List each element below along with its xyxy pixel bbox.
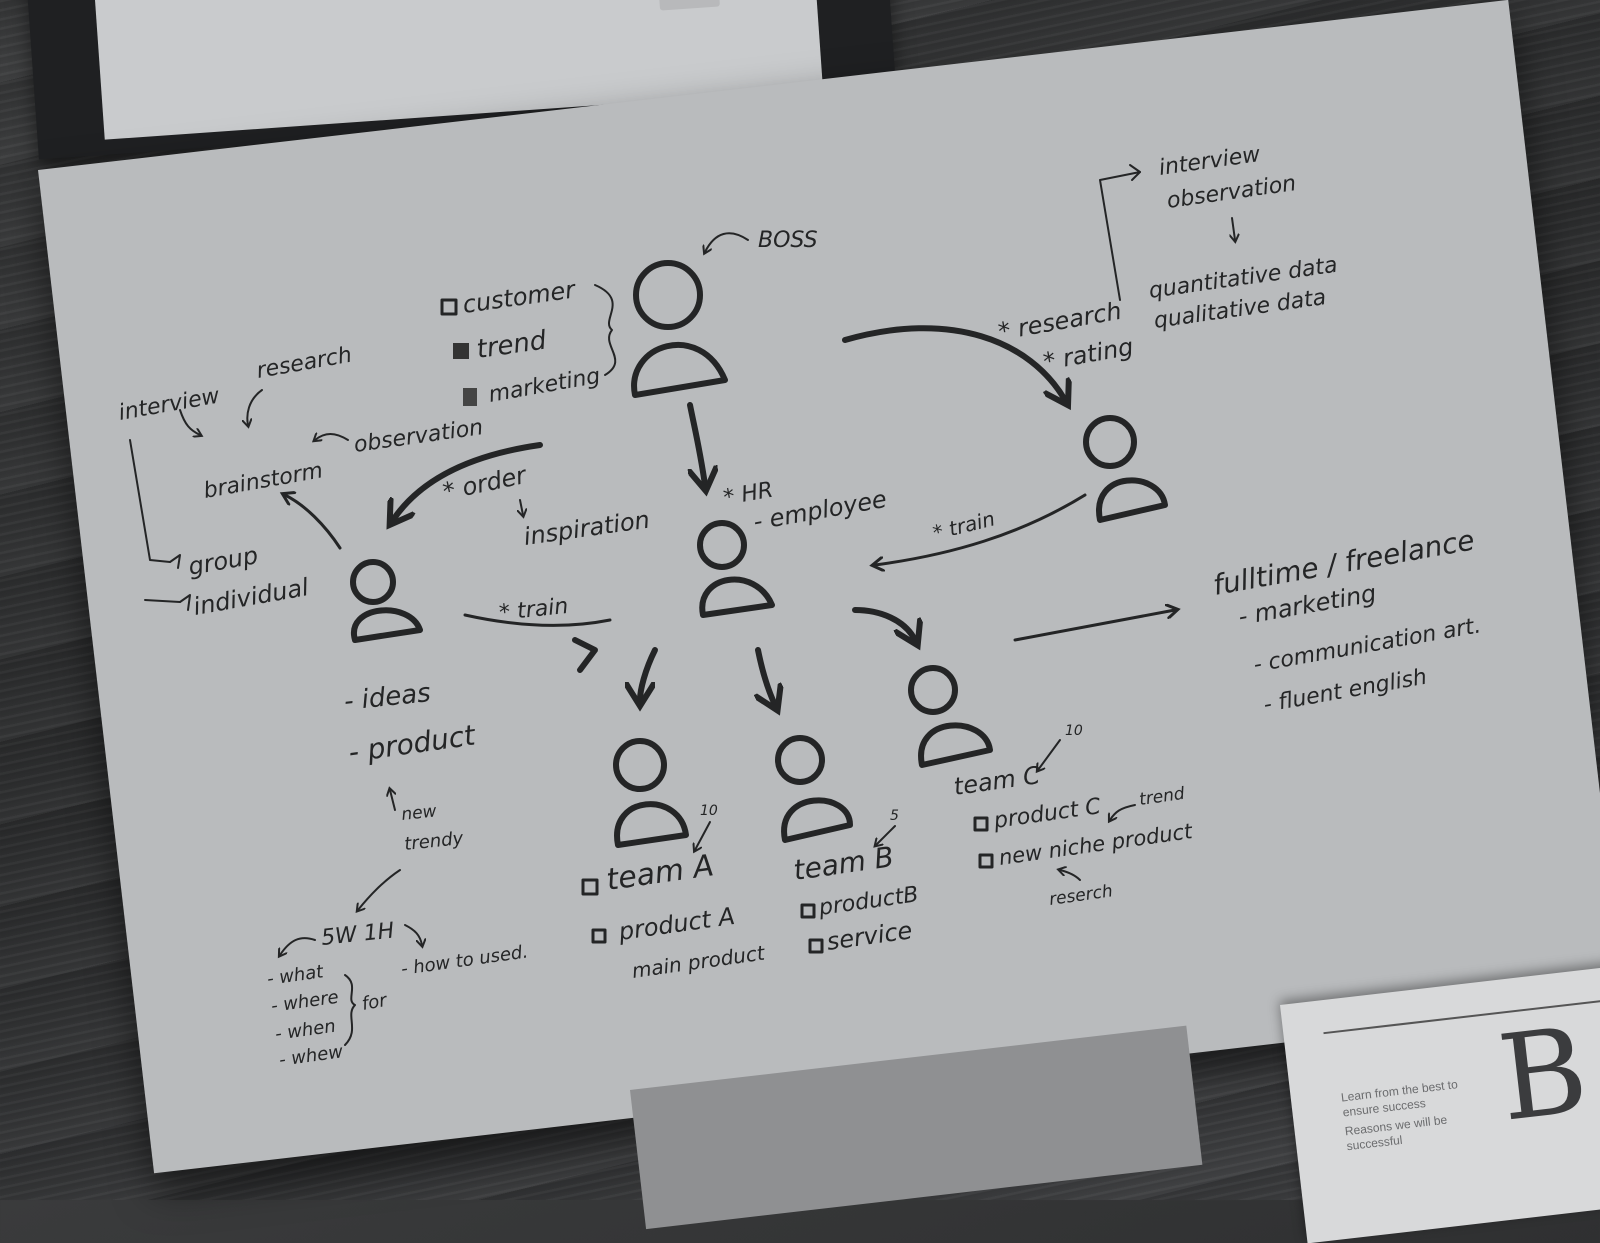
boss-label: BOSS bbox=[758, 228, 818, 253]
research-label: research bbox=[255, 343, 354, 384]
arrow bbox=[1110, 804, 1136, 820]
arrow bbox=[695, 821, 711, 850]
boss-pointer-arrow bbox=[705, 232, 749, 252]
team-b-count: 5 bbox=[890, 808, 899, 824]
bracket-lines bbox=[129, 439, 181, 603]
checkbox-icon bbox=[453, 343, 469, 359]
left-employee-person-icon bbox=[350, 559, 423, 643]
train-arrow-head bbox=[572, 637, 598, 673]
checkbox-icon bbox=[463, 388, 477, 406]
observation-label: observation bbox=[352, 415, 484, 458]
for-label: for bbox=[360, 990, 390, 1015]
checkbox-icon bbox=[973, 816, 989, 832]
w-list-whew: - whew bbox=[278, 1041, 345, 1071]
boss-list: customer trend marketing bbox=[440, 275, 617, 408]
team-c-person-icon bbox=[908, 665, 993, 768]
arrow bbox=[404, 924, 422, 945]
hr-person-icon bbox=[697, 520, 775, 618]
brainstorm-label: brainstorm bbox=[202, 458, 325, 504]
skill-english: - fluent english bbox=[1262, 665, 1429, 718]
team-b-name: team B bbox=[791, 840, 895, 887]
brace bbox=[344, 974, 356, 1046]
team-c-count: 10 bbox=[1065, 723, 1083, 739]
arrow bbox=[1038, 739, 1061, 770]
team-a-name: team A bbox=[604, 848, 716, 898]
arrow bbox=[1232, 217, 1235, 240]
how-to-label: - how to used. bbox=[400, 941, 530, 980]
team-b-person-icon bbox=[775, 735, 853, 843]
team-c-reserch: reserch bbox=[1048, 881, 1114, 910]
boss-list-trend: trend bbox=[475, 325, 549, 365]
checkbox-icon bbox=[978, 853, 994, 869]
team-b-item-2: service bbox=[825, 916, 914, 956]
team-c-item-1: product C bbox=[991, 794, 1103, 834]
arrow bbox=[315, 434, 349, 440]
team-a-item-1: product A bbox=[616, 902, 737, 946]
team-c-arrow bbox=[852, 607, 915, 640]
fivew-label: 5W 1H bbox=[320, 918, 396, 951]
boss-list-marketing: marketing bbox=[487, 364, 603, 408]
team-b-item-1: productB bbox=[816, 882, 920, 921]
research-arrow bbox=[842, 325, 1065, 400]
arrow bbox=[247, 389, 263, 425]
team-c-name: team C bbox=[952, 761, 1042, 801]
arrow bbox=[280, 937, 316, 955]
arrow bbox=[358, 869, 401, 910]
w-list-where: - where bbox=[270, 987, 340, 1017]
interview-right-label: interview bbox=[1157, 142, 1262, 181]
skill-communication: - communication art. bbox=[1252, 613, 1483, 678]
boss-person-icon bbox=[631, 260, 728, 398]
arrow bbox=[520, 499, 523, 515]
bracket-lines bbox=[1099, 171, 1141, 301]
group-label: group bbox=[186, 541, 260, 581]
train-line bbox=[463, 613, 612, 627]
new-label: new bbox=[400, 801, 437, 825]
team-c-trend: trend bbox=[1138, 784, 1186, 810]
arrow bbox=[1060, 870, 1081, 881]
boss-to-hr-arrow bbox=[687, 402, 705, 485]
boss-list-customer: customer bbox=[461, 275, 579, 319]
checkbox-icon bbox=[440, 298, 458, 316]
team-a-count: 10 bbox=[700, 803, 718, 819]
arrow-head bbox=[1129, 164, 1141, 181]
right-employee-person-icon bbox=[1083, 415, 1168, 523]
arrow-head bbox=[169, 554, 181, 569]
team-b-arrow bbox=[758, 647, 775, 705]
org-chart-sketch: BOSS customer trend marketing interview … bbox=[117, 142, 1483, 1071]
product-label: - product bbox=[346, 718, 478, 769]
arrow-head bbox=[179, 594, 191, 611]
train-right-arrow bbox=[875, 493, 1087, 565]
checkbox-icon bbox=[591, 928, 607, 944]
checkbox-icon bbox=[800, 903, 816, 919]
checkbox-icon bbox=[581, 878, 599, 896]
w-list-when: - when bbox=[274, 1016, 337, 1045]
arrow bbox=[285, 495, 342, 550]
team-a-item-2: main product bbox=[630, 940, 767, 983]
team-a-person-icon bbox=[613, 738, 689, 848]
order-arrow bbox=[393, 442, 543, 520]
fulltime-arrow bbox=[1013, 610, 1175, 642]
checkbox-icon bbox=[808, 938, 824, 954]
ideas-label: - ideas bbox=[343, 678, 433, 717]
train-left-label: * train bbox=[498, 594, 569, 626]
arrow bbox=[390, 790, 395, 811]
rating-right-label: * rating bbox=[1041, 333, 1135, 376]
team-a-arrow bbox=[640, 647, 658, 700]
arrow bbox=[179, 409, 200, 435]
trendy-label: trendy bbox=[403, 828, 464, 855]
brace bbox=[594, 284, 617, 376]
individual-label: individual bbox=[191, 573, 311, 621]
arrow bbox=[876, 825, 896, 845]
inspiration-label: inspiration bbox=[522, 506, 652, 551]
w-list-what: - what bbox=[266, 961, 326, 990]
interview-label: interview bbox=[117, 383, 223, 425]
